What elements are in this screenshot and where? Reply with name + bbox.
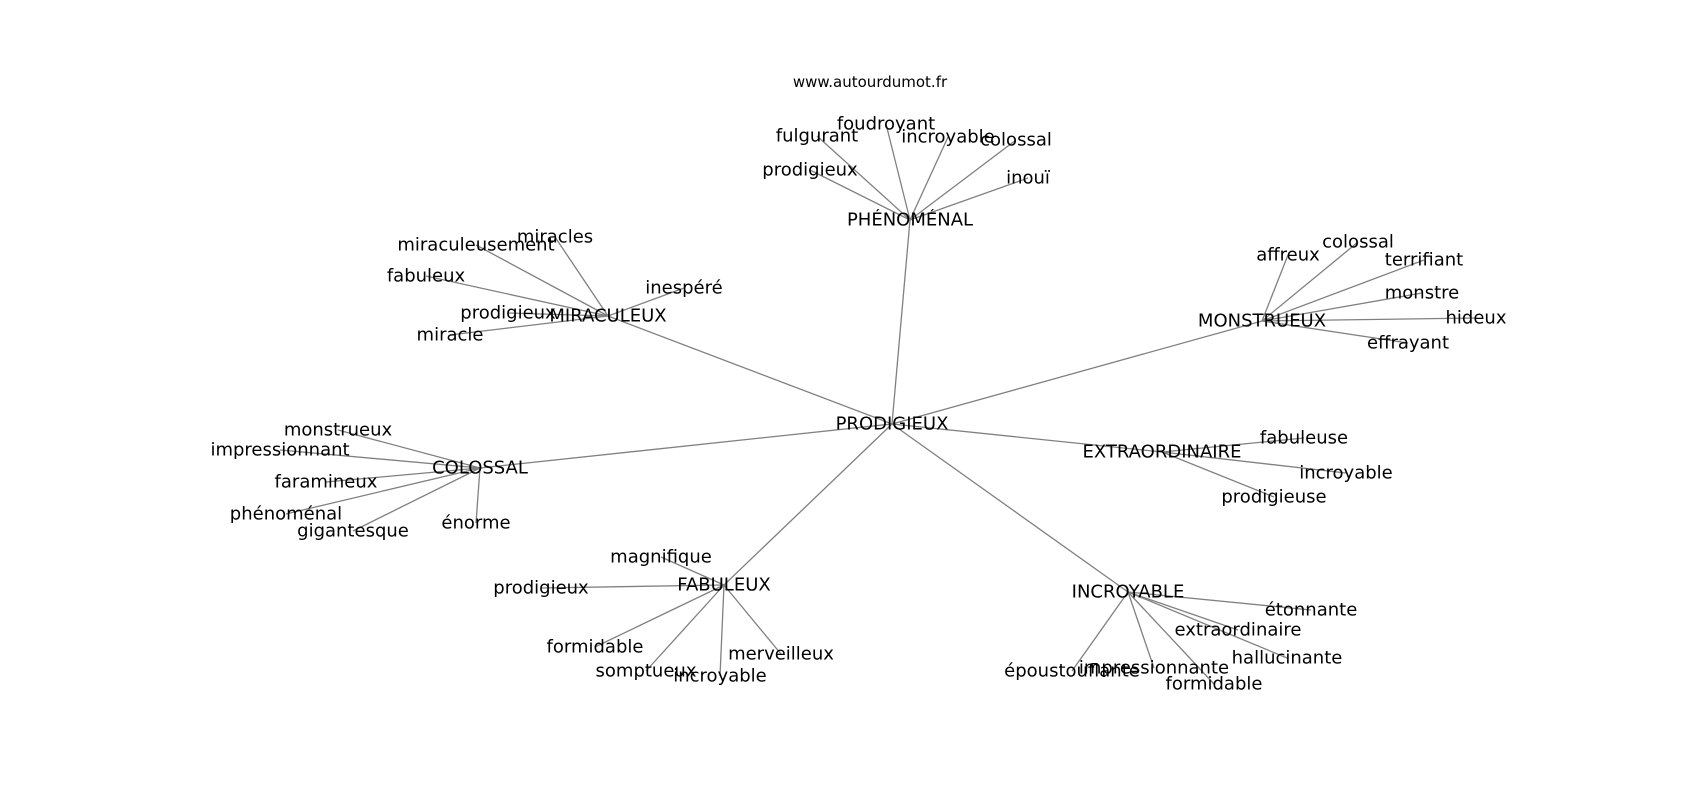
site-url: www.autourdumot.fr: [793, 73, 948, 91]
leaf-node-label[interactable]: hallucinante: [1232, 648, 1343, 669]
edge-group-leaf: [1127, 591, 1215, 685]
leaf-node-label[interactable]: monstre: [1385, 283, 1459, 304]
edge-group-leaf: [909, 136, 949, 221]
leaf-node-label[interactable]: colossal: [980, 130, 1052, 151]
leaf-node-label[interactable]: hideux: [1446, 308, 1507, 329]
leaf-node-label[interactable]: impressionnante: [1079, 658, 1229, 679]
group-node-label[interactable]: EXTRAORDINAIRE: [1083, 442, 1242, 463]
edge-group-leaf: [1127, 591, 1155, 669]
edge-group-leaf: [1261, 320, 1409, 344]
leaf-node-label[interactable]: merveilleux: [728, 644, 834, 665]
edge-group-leaf: [1161, 451, 1275, 498]
group-node-label[interactable]: INCROYABLE: [1072, 582, 1185, 603]
edge-root-group: [891, 423, 1129, 593]
leaf-node-label[interactable]: magnifique: [610, 547, 712, 568]
edge-group-leaf: [475, 467, 481, 524]
leaf-node-label[interactable]: colossal: [1322, 232, 1394, 253]
leaf-node-label[interactable]: fulgurant: [776, 126, 858, 147]
leaf-node-label[interactable]: énorme: [441, 513, 510, 534]
edge-group-leaf: [1127, 591, 1239, 631]
leaf-node-label[interactable]: incroyable: [673, 666, 767, 687]
graph-edges: [279, 123, 1477, 685]
group-node-label[interactable]: MIRACULEUX: [549, 306, 666, 327]
edge-group-leaf: [594, 584, 725, 648]
leaf-node-label[interactable]: prodigieux: [460, 303, 556, 324]
leaf-node-label[interactable]: effrayant: [1367, 333, 1449, 354]
edge-root-group: [891, 219, 911, 425]
edge-group-leaf: [475, 244, 609, 317]
edge-group-leaf: [425, 275, 609, 317]
edge-group-leaf: [1261, 259, 1425, 322]
edge-group-leaf: [909, 177, 1029, 221]
edge-group-leaf: [1161, 451, 1347, 474]
edge-group-leaf: [554, 236, 609, 317]
root-node-label[interactable]: PRODIGIEUX: [836, 414, 949, 435]
leaf-node-label[interactable]: époustouflante: [1004, 661, 1140, 682]
leaf-node-label[interactable]: fabuleuse: [1260, 428, 1348, 449]
edge-group-leaf: [352, 467, 481, 532]
leaf-node-label[interactable]: prodigieux: [493, 578, 589, 599]
leaf-node-label[interactable]: terrifiant: [1385, 250, 1463, 271]
edge-root-group: [479, 423, 893, 469]
leaf-node-label[interactable]: somptueux: [596, 661, 697, 682]
leaf-node-label[interactable]: inespéré: [645, 278, 722, 299]
leaf-node-label[interactable]: prodigieuse: [1221, 487, 1326, 508]
edge-group-leaf: [325, 467, 481, 483]
edge-group-leaf: [1161, 437, 1305, 453]
leaf-node-label[interactable]: miracle: [417, 325, 484, 346]
edge-group-leaf: [285, 467, 481, 515]
edge-group-leaf: [1127, 591, 1288, 659]
edge-root-group: [891, 423, 1163, 453]
group-node-label[interactable]: FABULEUX: [677, 575, 770, 596]
leaf-node-label[interactable]: incroyable: [901, 127, 995, 148]
edge-root-group: [723, 423, 893, 586]
leaf-node-label[interactable]: gigantesque: [297, 521, 409, 542]
leaf-node-label[interactable]: monstrueux: [284, 420, 393, 441]
leaf-node-label[interactable]: impressionnant: [210, 440, 349, 461]
edge-root-group: [891, 320, 1263, 425]
group-node-label[interactable]: COLOSSAL: [432, 458, 528, 479]
edge-root-group: [607, 315, 893, 425]
edge-group-leaf: [723, 584, 782, 655]
edge-group-leaf: [507, 312, 609, 317]
group-node-label[interactable]: PHÉNOMÉNAL: [847, 209, 973, 231]
edge-group-leaf: [607, 287, 685, 317]
edge-group-leaf: [337, 429, 481, 469]
edge-group-leaf: [1127, 591, 1312, 611]
leaf-node-label[interactable]: prodigieux: [762, 160, 858, 181]
leaf-node-label[interactable]: formidable: [1166, 674, 1263, 695]
leaf-node-label[interactable]: foudroyant: [837, 114, 935, 135]
edge-group-leaf: [885, 123, 911, 221]
leaf-node-label[interactable]: extraordinaire: [1175, 620, 1302, 641]
edge-group-leaf: [1071, 591, 1129, 672]
leaf-node-label[interactable]: étonnante: [1265, 600, 1358, 621]
leaf-node-label[interactable]: inouï: [1006, 168, 1051, 189]
edge-group-leaf: [279, 449, 481, 469]
leaf-node-label[interactable]: formidable: [547, 637, 644, 658]
group-node-label[interactable]: MONSTRUEUX: [1198, 311, 1326, 332]
edge-group-leaf: [1261, 241, 1359, 322]
leaf-node-label[interactable]: faramineux: [275, 472, 378, 493]
leaf-node-label[interactable]: fabuleux: [387, 266, 466, 287]
leaf-node-label[interactable]: phénoménal: [230, 504, 342, 525]
edge-group-leaf: [1261, 292, 1423, 322]
leaf-node-label[interactable]: miraculeusement: [397, 235, 554, 256]
edge-group-leaf: [645, 584, 725, 672]
edge-group-leaf: [809, 169, 911, 221]
edge-group-leaf: [660, 556, 725, 586]
edge-group-leaf: [1261, 317, 1477, 322]
leaf-node-label[interactable]: affreux: [1256, 245, 1320, 266]
edge-group-leaf: [719, 584, 725, 677]
edge-group-leaf: [449, 315, 609, 336]
edge-group-leaf: [1261, 254, 1289, 322]
edge-group-leaf: [816, 135, 911, 221]
edge-group-leaf: [540, 584, 725, 589]
leaf-node-label[interactable]: incroyable: [1299, 463, 1393, 484]
edge-group-leaf: [909, 139, 1017, 221]
leaf-node-label[interactable]: miracles: [517, 227, 593, 248]
